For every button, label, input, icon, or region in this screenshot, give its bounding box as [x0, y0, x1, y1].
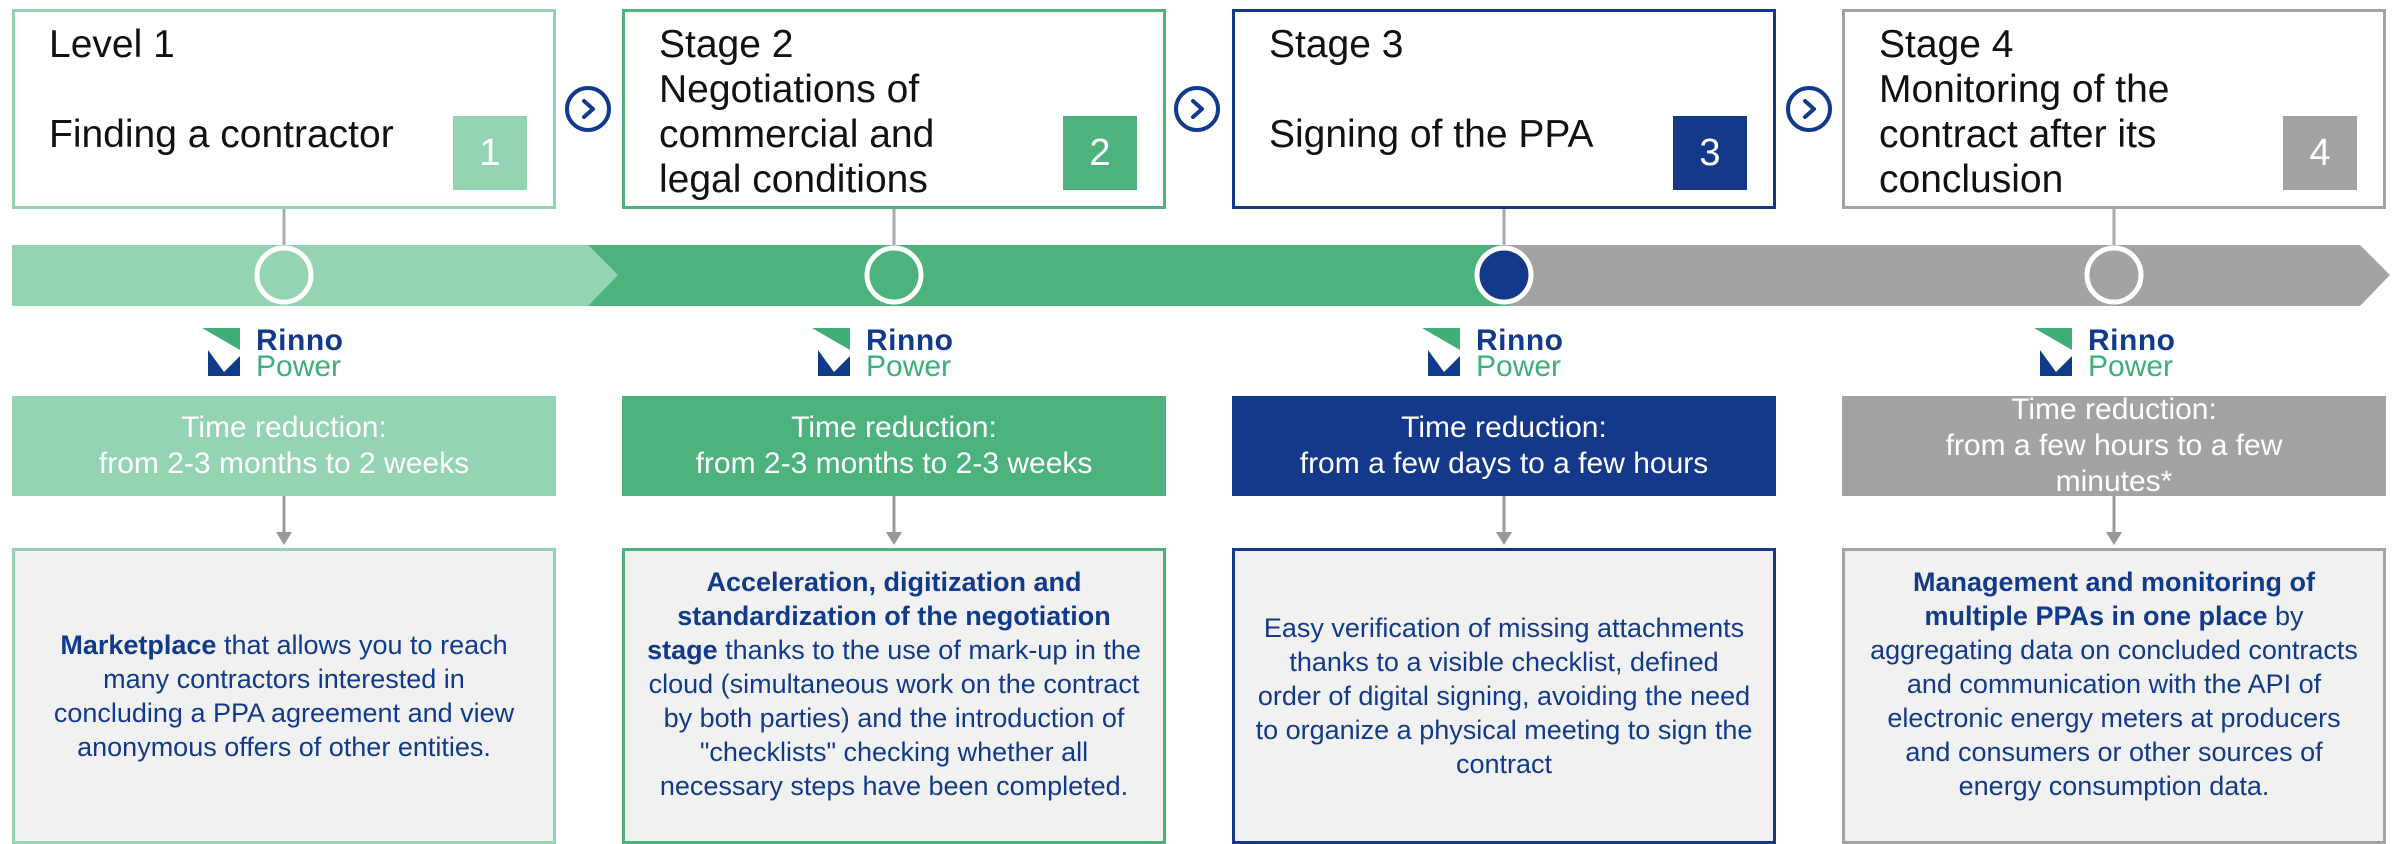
timeline-node-2: [864, 245, 924, 305]
description-3: Easy verification of missing attachments…: [1232, 548, 1776, 844]
timeline-node-1: [254, 245, 314, 305]
timeline-segment-1: [12, 245, 618, 306]
stage-4-number-badge: 4: [2283, 116, 2357, 190]
stage-2-title: Stage 2 Negotiations of commercial and l…: [659, 23, 935, 201]
time-reduction-2: Time reduction: from 2-3 months to 2-3 w…: [622, 396, 1166, 496]
stage-2-box: Stage 2 Negotiations of commercial and l…: [622, 9, 1166, 209]
chevron-right-circle-icon: [1786, 86, 1832, 132]
time-reduction-4: Time reduction: from a few hours to a fe…: [1842, 393, 2386, 498]
timeline-node-4: [2084, 245, 2144, 305]
chevron-right-circle-icon: [1174, 86, 1220, 132]
stage-2-number-badge: 2: [1063, 116, 1137, 190]
stage-3-box: Stage 3 Signing of the PPA 3: [1232, 9, 1776, 209]
rinno-power-logo: Rinno Power: [810, 324, 970, 383]
time-reduction-1: Time reduction: from 2-3 months to 2 wee…: [12, 396, 556, 496]
stage-1-title: Level 1 Finding a contractor: [49, 23, 394, 156]
description-2: Acceleration, digitization and standardi…: [622, 548, 1166, 844]
timeline-segment-4: [1500, 245, 2390, 306]
stage-3-title: Stage 3 Signing of the PPA: [1269, 23, 1594, 156]
chevron-right-circle-icon: [565, 86, 611, 132]
description-1: Marketplace that allows you to reach man…: [12, 548, 556, 844]
stage-1-number-badge: 1: [453, 116, 527, 190]
rinno-power-logo: Rinno Power: [200, 324, 360, 383]
stage-1-box: Level 1 Finding a contractor 1: [12, 9, 556, 209]
stage-3-number-badge: 3: [1673, 116, 1747, 190]
time-reduction-3: Time reduction: from a few days to a few…: [1232, 396, 1776, 496]
timeline-node-3: [1474, 245, 1534, 305]
rinno-power-logo: Rinno Power: [2032, 324, 2192, 383]
description-4: Management and monitoring of multiple PP…: [1842, 548, 2386, 844]
stage-4-box: Stage 4 Monitoring of the contract after…: [1842, 9, 2386, 209]
stage-4-title: Stage 4 Monitoring of the contract after…: [1879, 23, 2170, 201]
timeline-segment-2-3: [560, 245, 1510, 306]
rinno-power-logo: Rinno Power: [1420, 324, 1580, 383]
